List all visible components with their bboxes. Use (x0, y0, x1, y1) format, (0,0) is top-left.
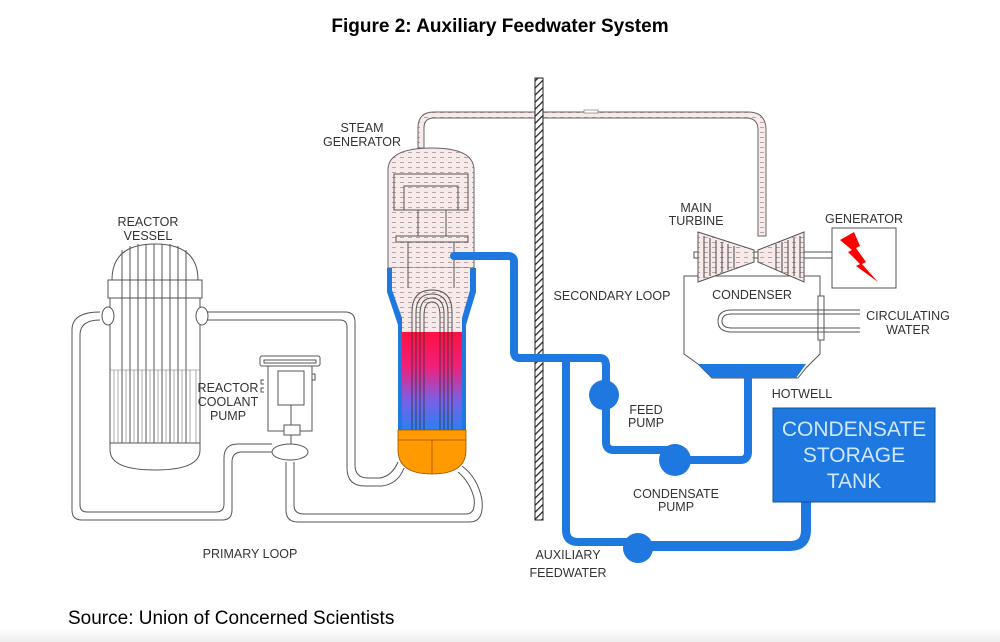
condenser (683, 275, 860, 386)
containment-wall (534, 77, 544, 521)
reactor-coolant-pump (259, 355, 321, 461)
label-condenser: CONDENSER (712, 288, 792, 302)
condensate-storage-tank (772, 407, 936, 503)
figure-source: Source: Union of Concerned Scientists (68, 608, 395, 629)
steam-line (417, 109, 767, 237)
steam-generator (387, 147, 476, 475)
feedwater-lines (450, 252, 811, 551)
auxiliary-feedwater-pump-body (623, 533, 653, 563)
condensate-pump-body (659, 444, 691, 476)
label-primary-loop: PRIMARY LOOP (203, 547, 298, 561)
label-hotwell: HOTWELL (772, 387, 832, 401)
feed-pump-body (589, 380, 619, 410)
label-secondary-loop: SECONDARY LOOP (554, 289, 671, 303)
figure-title: Figure 2: Auxiliary Feedwater System (331, 16, 669, 37)
lightning-icon (840, 232, 878, 282)
main-turbine (693, 231, 895, 283)
generator (831, 227, 897, 289)
reactor-vessel (101, 243, 209, 471)
primary-loop-pipes (71, 311, 483, 523)
label-generator: GENERATOR (825, 212, 903, 226)
